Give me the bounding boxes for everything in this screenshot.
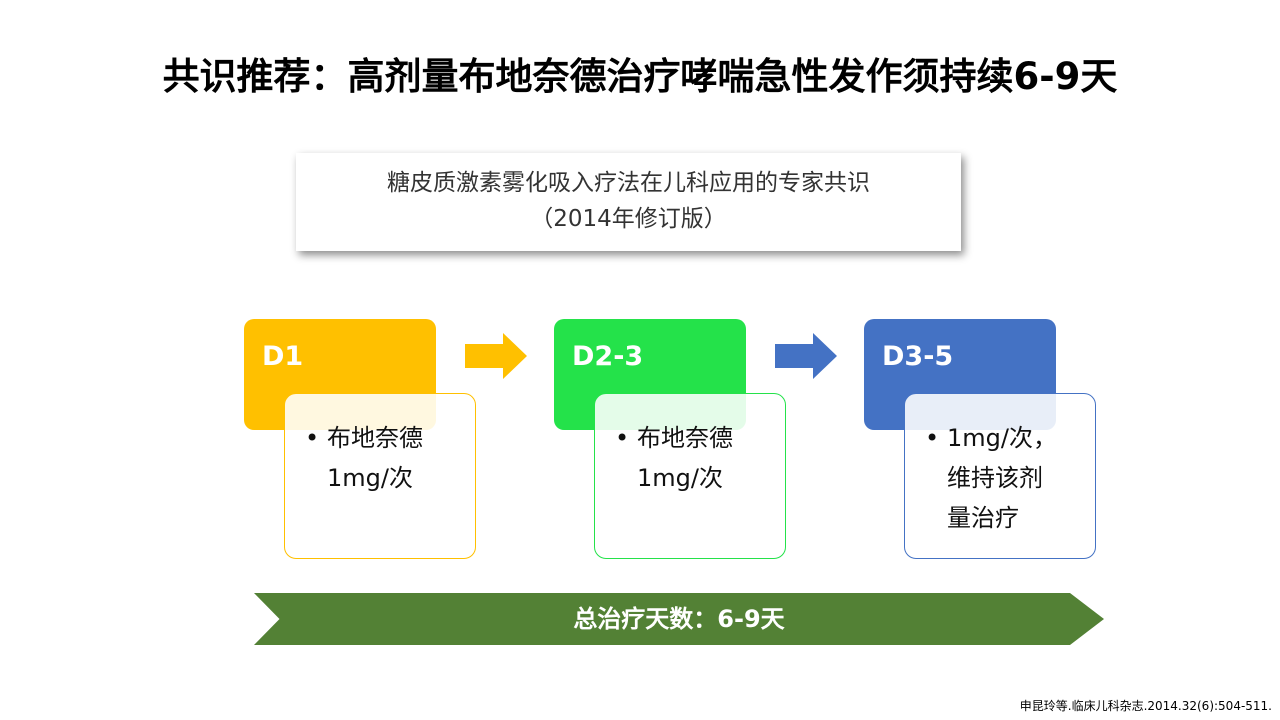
bullet: • bbox=[615, 424, 630, 452]
step-text: 布地奈德 bbox=[637, 424, 733, 452]
step-d3-5-body: • 1mg/次， 维持该剂 量治疗 bbox=[904, 393, 1096, 559]
source-edition: （2014年修订版） bbox=[530, 206, 727, 232]
step-text: 1mg/次 bbox=[637, 464, 723, 492]
arrow-right-icon bbox=[465, 333, 527, 379]
step-text: 量治疗 bbox=[947, 504, 1019, 532]
arrow-right-icon bbox=[775, 333, 837, 379]
step-d1-body: • 布地奈德 1mg/次 bbox=[284, 393, 476, 559]
step-text: 1mg/次 bbox=[327, 464, 413, 492]
bullet: • bbox=[925, 424, 940, 452]
reference-citation: 申昆玲等.临床儿科杂志.2014.32(6):504-511. bbox=[1019, 699, 1272, 713]
step-text: 维持该剂 bbox=[947, 464, 1043, 492]
slide-title: 共识推荐：高剂量布地奈德治疗哮喘急性发作须持续6-9天 bbox=[162, 55, 1118, 98]
source-title: 糖皮质激素雾化吸入疗法在儿科应用的专家共识 bbox=[387, 170, 870, 196]
step-text: 布地奈德 bbox=[327, 424, 423, 452]
total-days-banner: 总治疗天数：6-9天 bbox=[254, 593, 1104, 645]
bullet: • bbox=[305, 424, 320, 452]
source-card: 糖皮质激素雾化吸入疗法在儿科应用的专家共识 （2014年修订版） bbox=[296, 153, 961, 251]
step-text: 1mg/次， bbox=[947, 424, 1057, 452]
step-d2-3-body: • 布地奈德 1mg/次 bbox=[594, 393, 786, 559]
